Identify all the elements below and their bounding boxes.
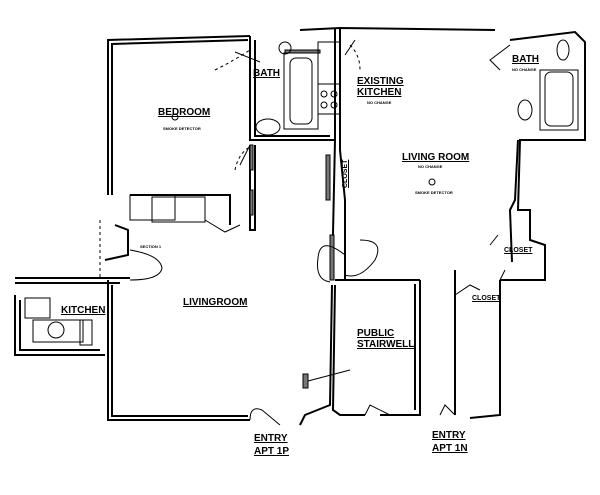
label-living-room: LIVING ROOM bbox=[402, 152, 470, 163]
smoke-detector-icon bbox=[171, 113, 179, 121]
kitchen-sink bbox=[47, 321, 65, 339]
fridge bbox=[24, 297, 51, 319]
kitchen-sink-counter bbox=[32, 319, 84, 343]
smoke-detector-icon bbox=[428, 178, 436, 186]
label-closet-vertical: CLOSET bbox=[342, 159, 349, 188]
label-bath-right: BATH bbox=[512, 54, 540, 65]
label-stairwell: STAIRWELL bbox=[357, 339, 415, 350]
label-bath-no-change: NO CHANGE bbox=[512, 67, 537, 72]
sink-right bbox=[556, 39, 570, 61]
label-bedroom: BEDROOM bbox=[158, 107, 211, 118]
doors bbox=[99, 39, 511, 426]
label-bath-left: BATH bbox=[253, 68, 281, 79]
hatched-wall bbox=[249, 189, 254, 216]
label-bedroom-smoke: SMOKE DETECTOR bbox=[163, 126, 201, 131]
bathtub-left bbox=[283, 52, 319, 130]
hatched-wall bbox=[329, 234, 335, 281]
bathtub-right bbox=[539, 69, 579, 131]
label-kitchen-no-change: NO CHANGE bbox=[367, 100, 392, 105]
kitchen-counter bbox=[317, 41, 341, 85]
label-apt-1p: APT 1P bbox=[254, 446, 290, 457]
toilet-right bbox=[517, 99, 533, 121]
hatched-wall bbox=[249, 144, 254, 171]
label-living-room-no-change: NO CHANGE bbox=[418, 164, 443, 169]
label-smoke-detector: SMOKE DETECTOR bbox=[415, 190, 453, 195]
stove bbox=[317, 83, 341, 115]
label-apt-1n: APT 1N bbox=[432, 443, 468, 454]
label-closet-right-1: CLOSET bbox=[504, 247, 533, 254]
toilet-left bbox=[255, 118, 281, 136]
label-entry-1n: ENTRY bbox=[432, 430, 466, 441]
hatched-wall bbox=[325, 154, 331, 201]
walls bbox=[14, 26, 586, 426]
fixtures bbox=[24, 39, 579, 346]
label-existing-kitchen: KITCHEN bbox=[357, 87, 402, 98]
label-closet-right-2: CLOSET bbox=[472, 295, 501, 302]
label-entry-1p: ENTRY bbox=[254, 433, 288, 444]
label-livingroom: LIVINGROOM bbox=[183, 297, 248, 308]
kitchen-stove bbox=[79, 319, 93, 346]
label-existing: EXISTING bbox=[357, 76, 404, 87]
label-section-marker: SECTION 1 bbox=[140, 244, 162, 249]
label-kitchen: KITCHEN bbox=[61, 305, 106, 316]
hatched-wall bbox=[302, 373, 309, 389]
label-public: PUBLIC bbox=[357, 328, 395, 339]
